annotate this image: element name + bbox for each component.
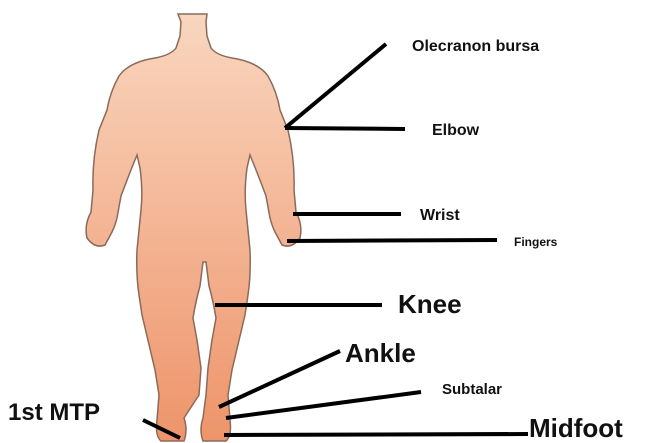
label-first-mtp: 1st MTP	[8, 399, 100, 426]
elbow-line	[285, 128, 405, 129]
subtalar-line	[226, 392, 421, 418]
label-olecranon-bursa: Olecranon bursa	[412, 38, 539, 55]
olecranon-bursa-line	[285, 44, 386, 128]
ankle-line	[219, 351, 340, 407]
human-body-silhouette	[86, 14, 301, 441]
label-elbow: Elbow	[432, 122, 480, 139]
midfoot-line	[224, 434, 528, 435]
label-midfoot: Midfoot	[529, 413, 623, 443]
label-ankle: Ankle	[345, 338, 416, 368]
label-fingers: Fingers	[514, 235, 558, 249]
label-knee: Knee	[398, 289, 462, 319]
fingers-line	[287, 240, 497, 241]
label-wrist: Wrist	[420, 207, 460, 224]
label-subtalar: Subtalar	[442, 381, 502, 398]
